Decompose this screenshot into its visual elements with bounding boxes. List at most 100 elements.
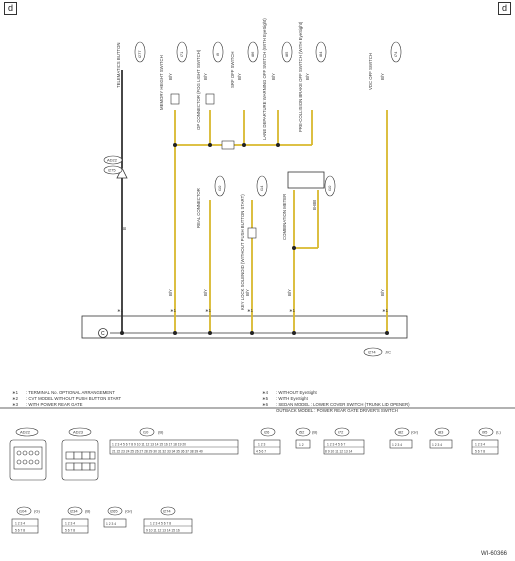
connector-face-i95: i95 (L) 1 2 3 4 5 6 7 8 [471, 427, 502, 455]
conn-oval-fog: i9 [212, 41, 224, 63]
svg-text:i95: i95 [482, 430, 488, 435]
label-memory-height: MEMORY HEIGHT SWITCH [159, 55, 164, 110]
note-line: ∗6: SEDAN MODEL : LOWER COVER SWITCH (TR… [262, 402, 410, 407]
svg-text:i274: i274 [368, 350, 376, 355]
connector-face-ad22: AD22 [9, 427, 47, 481]
document-id: WI-60366 [480, 551, 507, 557]
svg-text:i71: i71 [179, 51, 184, 57]
svg-text:i72: i72 [338, 430, 344, 435]
note-line: ∗3: WITH POWER REAR GATE [12, 402, 83, 407]
note-line: ∗2: CVT MODEL WITHOUT PUSH BUTTON START [12, 396, 122, 401]
svg-text:i265: i265 [110, 509, 118, 514]
wire-label: B/Y [237, 73, 242, 80]
splice-dot [173, 331, 177, 335]
corner-mark-left: d [4, 2, 17, 15]
svg-text:i277: i277 [137, 50, 142, 58]
svg-text:(L): (L) [496, 430, 502, 435]
conn-oval-precollision: i84 [315, 41, 327, 63]
label-precollision: PRE-COLLISION BRAKE OFF SWITCH (WITH Eye… [298, 21, 303, 132]
connector-face-i234: i234 (B) 1 2 3 4 5 6 7 8 [61, 506, 91, 534]
svg-text:1 2 3 4: 1 2 3 4 [432, 443, 442, 447]
conn-oval-real: i10 [214, 175, 226, 197]
connector-face-i52: i52 (B) 1 2 [295, 427, 318, 449]
svg-text:9 10 11 12 13 14 15 16: 9 10 11 12 13 14 15 16 [146, 529, 180, 533]
splice-dot [208, 143, 212, 147]
label-fog: OP CONNECTOR (FOG LIGHT SWITCH) [196, 49, 201, 130]
svg-text:1 2 3 4 5 6 7 8: 1 2 3 4 5 6 7 8 [150, 522, 171, 526]
splice-dot [385, 331, 389, 335]
svg-text:(B): (B) [85, 509, 91, 514]
svg-text:21 22 23 24 25 26 27 28 29 30: 21 22 23 24 25 26 27 28 29 30 31 32 33 3… [112, 450, 203, 454]
note-line: OUTBACK MODEL : POWER REAR GATE DRIVER'S… [276, 408, 398, 413]
svg-text:1 2: 1 2 [299, 443, 304, 447]
svg-text:i86: i86 [250, 51, 255, 57]
svg-text:i82: i82 [398, 430, 404, 435]
svg-text:5 6 7 8: 5 6 7 8 [475, 450, 485, 454]
note-line: ∗4: WITHOUT EyeSight [262, 390, 317, 395]
conn-oval-meter: i10 [324, 175, 336, 197]
splice-dot [292, 246, 296, 250]
conn-oval-lane: i85 [281, 41, 293, 63]
conn-oval-i274: i274 [363, 347, 383, 357]
svg-text:AD22: AD22 [20, 430, 31, 435]
wire-label: B-BB [312, 200, 317, 210]
svg-text:1 2 3 4: 1 2 3 4 [15, 522, 25, 526]
wire-label: B/Y [203, 289, 208, 296]
svg-text:i104: i104 [19, 509, 27, 514]
option-box-1 [170, 93, 180, 105]
label-srf: SRF OFF SWITCH [230, 51, 235, 88]
svg-text:i10: i10 [327, 185, 332, 191]
svg-text:i14: i14 [259, 185, 264, 191]
wire-label: B/Y [168, 289, 173, 296]
wire-label: B/Y [203, 73, 208, 80]
label-telematics: TELEMATICS BUTTON [116, 43, 121, 88]
svg-text:1 2 3 4 5 6 7 8 9 10 11 12 13: 1 2 3 4 5 6 7 8 9 10 11 12 13 14 15 16 1… [112, 443, 186, 447]
svg-text:i84: i84 [318, 51, 323, 57]
note-line: ∗5: WITH EyeSight [262, 396, 308, 401]
svg-text:i74: i74 [393, 51, 398, 57]
svg-text:1 2 3 4: 1 2 3 4 [65, 522, 75, 526]
svg-text:AD23: AD23 [73, 430, 84, 435]
junction-box [81, 315, 408, 339]
wire-label: B/Y [380, 289, 385, 296]
svg-text:(B): (B) [312, 430, 318, 435]
svg-text:i234: i234 [70, 509, 78, 514]
conn-oval-i275: i275 [103, 165, 123, 175]
option-box-2 [205, 93, 215, 105]
notes-right: ∗4: WITHOUT EyeSight ∗5: WITH EyeSight ∗… [262, 390, 410, 414]
svg-text:i274: i274 [163, 509, 171, 514]
svg-text:i9: i9 [215, 52, 220, 56]
wire-label: B/Y [287, 289, 292, 296]
junction-c-label: C [101, 331, 105, 337]
corner-mark-right: d [498, 2, 511, 15]
label-key-lock: KEY LOCK SOLENOID (WITHOUT PUSH BUTTON S… [240, 194, 245, 310]
connector-face-i104: i104 (G) 1 2 3 4 5 6 7 8 [11, 506, 40, 534]
svg-text:(Gr): (Gr) [411, 430, 419, 435]
connector-face-i83: i83 1 2 3 4 [429, 427, 453, 449]
wire-label: B/Y [380, 73, 385, 80]
svg-text:i26: i26 [264, 430, 270, 435]
svg-text:4 5 6 7: 4 5 6 7 [256, 450, 266, 454]
connector-face-i26: i26 1 2 3 4 5 6 7 [253, 427, 281, 455]
label-lane: LANE DEPARTURE WARNING OFF SWITCH (WITH … [262, 18, 267, 140]
option-box-4 [247, 227, 257, 239]
conn-oval-telematics: i277 [134, 41, 146, 63]
svg-text:i10: i10 [217, 185, 222, 191]
connector-face-i274: i274 1 2 3 4 5 6 7 8 9 10 11 12 13 14 15… [143, 506, 193, 534]
connector-face-i265: i265 (Gr) 1 2 3 4 [103, 506, 133, 528]
svg-text:i83: i83 [438, 430, 444, 435]
label-combination-meter: COMBINATION METER [282, 194, 287, 240]
svg-text:(Gr): (Gr) [125, 509, 133, 514]
wire-label: B [122, 227, 127, 230]
splice-dot [250, 331, 254, 335]
combination-meter-box [287, 171, 325, 189]
svg-text:i85: i85 [284, 51, 289, 57]
wire-label: B/Y [271, 73, 276, 80]
svg-text:1 2 3: 1 2 3 [258, 443, 265, 447]
svg-text:8 9 10 11 12 13 14: 8 9 10 11 12 13 14 [325, 450, 352, 454]
junction-c-icon [98, 328, 108, 338]
wire-label: B/Y [305, 73, 310, 80]
label-vdc: VDC OFF SWITCH [368, 53, 373, 90]
splice-dot [242, 143, 246, 147]
